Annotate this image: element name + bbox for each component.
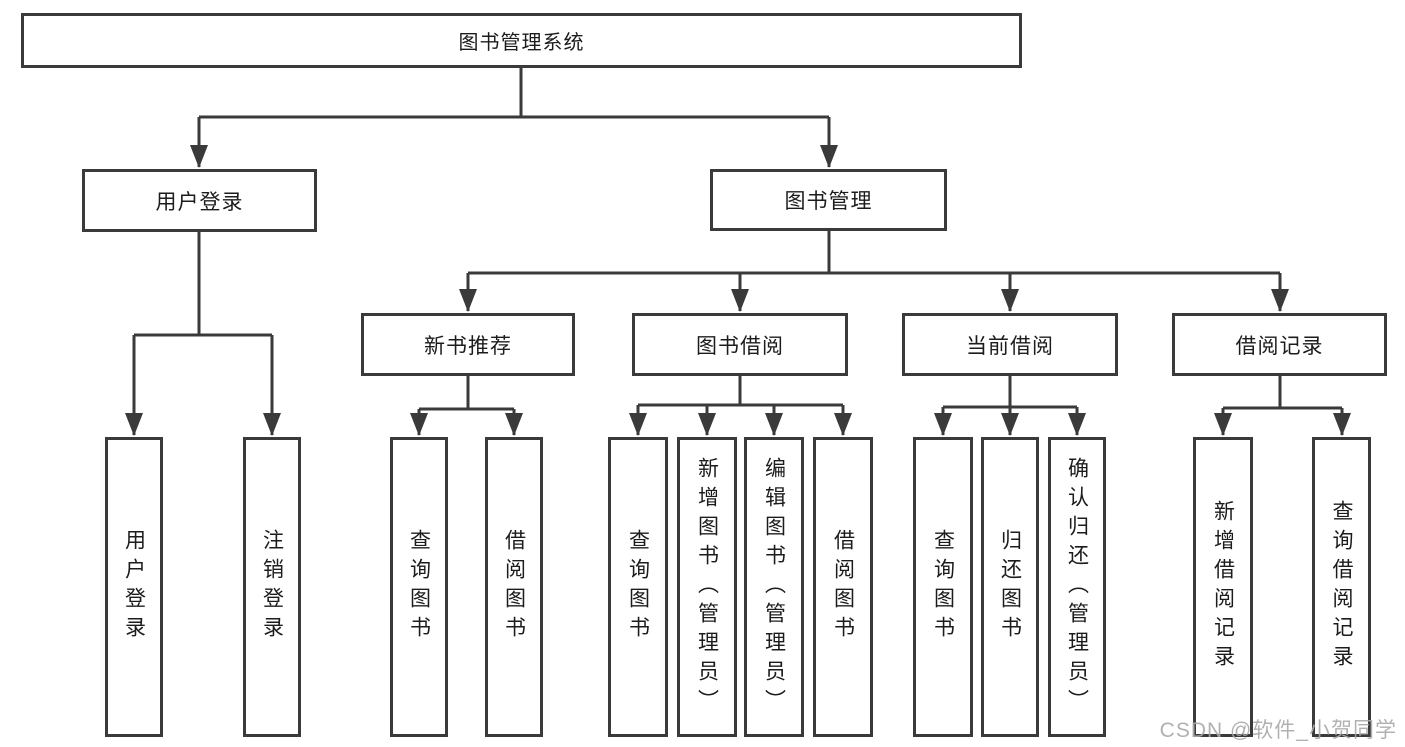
node-user-login: 用户登录 <box>82 169 317 232</box>
csdn-watermark: CSDN @软件_小贺同学 <box>1159 719 1397 742</box>
connector-borrowing-children <box>629 376 852 436</box>
leaf-query-books: 查询图书 <box>390 437 448 737</box>
arrow-down-icon <box>934 413 952 436</box>
node-label: 查询借阅记录 <box>1330 500 1353 674</box>
leaf-query-borrow-record: 查询借阅记录 <box>1312 437 1371 737</box>
node-label: 图书借阅 <box>696 334 784 358</box>
arrow-down-icon <box>125 413 143 436</box>
leaf-return-books: 归还图书 <box>981 437 1039 737</box>
arrow-down-icon <box>1333 413 1351 436</box>
node-label: 新书推荐 <box>424 334 512 358</box>
connector-current-children <box>934 376 1086 436</box>
arrow-down-icon <box>1001 289 1019 312</box>
node-label: 查询图书 <box>407 529 431 645</box>
arrow-down-icon <box>1068 413 1086 436</box>
arrow-down-icon <box>1271 289 1289 312</box>
arrow-down-icon <box>820 145 838 168</box>
node-label: 图书管理系统 <box>458 32 585 54</box>
node-label: 确认归还（管理员） <box>1065 456 1089 718</box>
arrow-down-icon <box>505 413 523 436</box>
node-label: 图书管理 <box>784 190 873 213</box>
node-book-management: 图书管理 <box>710 169 947 231</box>
arrow-down-icon <box>629 413 647 436</box>
leaf-logout: 注销登录 <box>243 437 301 737</box>
node-label: 编辑图书（管理员） <box>762 456 786 718</box>
leaf-edit-books-admin: 编辑图书（管理员） <box>744 437 804 737</box>
node-label: 当前借阅 <box>966 334 1054 358</box>
node-label: 查询图书 <box>626 529 650 645</box>
arrow-down-icon <box>1001 413 1019 436</box>
connector-root-to-level2 <box>190 68 838 168</box>
connector-user-login-children <box>125 232 281 436</box>
leaf-confirm-return-admin: 确认归还（管理员） <box>1048 437 1106 737</box>
arrow-down-icon <box>834 413 852 436</box>
arrow-down-icon <box>698 413 716 436</box>
leaf-add-borrow-record: 新增借阅记录 <box>1193 437 1253 737</box>
leaf-borrow-books: 借阅图书 <box>485 437 543 737</box>
leaf-borrow-books: 借阅图书 <box>813 437 873 737</box>
leaf-query-books: 查询图书 <box>608 437 668 737</box>
node-label: 新增借阅记录 <box>1211 500 1235 674</box>
node-current-borrowing: 当前借阅 <box>902 313 1118 376</box>
node-label: 用户登录 <box>122 529 146 645</box>
connector-records-children <box>1214 376 1351 436</box>
node-borrow-records: 借阅记录 <box>1172 313 1387 376</box>
arrow-down-icon <box>410 413 428 436</box>
connector-book-mgmt-to-level3 <box>459 231 1289 312</box>
connector-new-rec-children <box>410 376 523 436</box>
node-label: 新增图书（管理员） <box>695 456 719 718</box>
node-library-system: 图书管理系统 <box>21 13 1022 68</box>
arrow-down-icon <box>731 289 749 312</box>
node-label: 借阅图书 <box>831 529 855 645</box>
arrow-down-icon <box>1214 413 1232 436</box>
arrow-down-icon <box>765 413 783 436</box>
leaf-user-login: 用户登录 <box>105 437 163 737</box>
node-label: 借阅图书 <box>502 529 526 645</box>
node-label: 借阅记录 <box>1235 334 1324 358</box>
node-label: 注销登录 <box>260 529 284 645</box>
node-book-borrowing: 图书借阅 <box>632 313 848 376</box>
node-label: 查询图书 <box>931 529 955 645</box>
leaf-add-books-admin: 新增图书（管理员） <box>677 437 737 737</box>
node-label: 用户登录 <box>155 190 244 214</box>
node-label: 归还图书 <box>998 529 1022 645</box>
arrow-down-icon <box>263 413 281 436</box>
node-new-book-recommend: 新书推荐 <box>361 313 575 376</box>
arrow-down-icon <box>190 145 208 168</box>
arrow-down-icon <box>459 289 477 312</box>
leaf-query-books: 查询图书 <box>913 437 973 737</box>
